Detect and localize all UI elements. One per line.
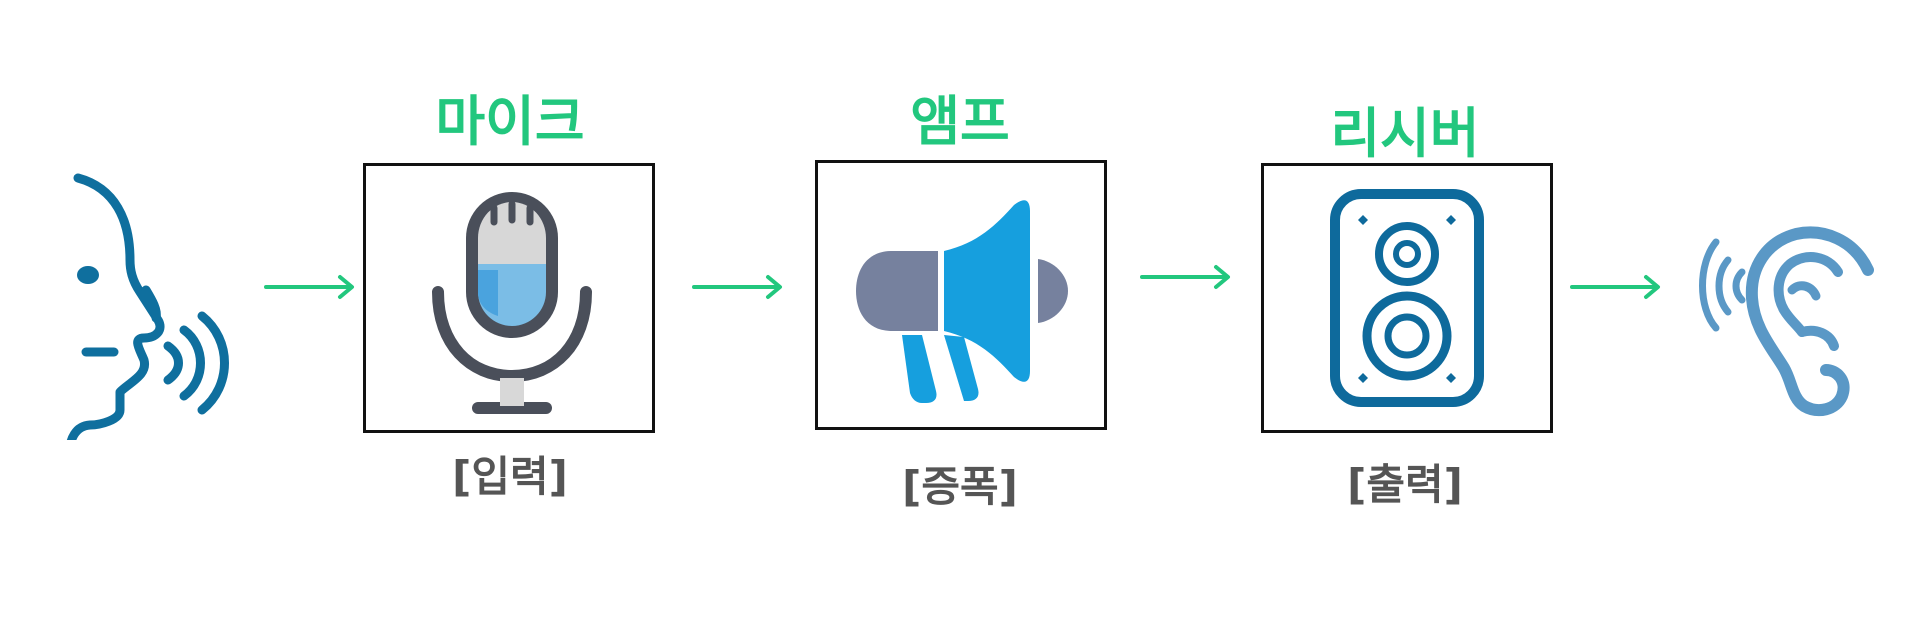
flow-arrow (1140, 265, 1230, 289)
stage-title: 마이크 (435, 90, 585, 153)
listening-ear-icon (1699, 226, 1874, 417)
flow-arrow (264, 275, 354, 299)
stage-caption: [증폭] (902, 462, 1018, 511)
speaking-face-icon (66, 173, 229, 440)
flow-arrow (692, 275, 782, 299)
stage-caption: [입력] (452, 452, 568, 501)
stage-box (363, 163, 655, 433)
stage-box (815, 160, 1107, 430)
microphone-icon (432, 192, 592, 414)
stage-title: 앰프 (910, 90, 1010, 153)
stage-caption: [출력] (1347, 460, 1463, 509)
stage-box (1261, 163, 1553, 433)
flow-arrow (1570, 275, 1660, 299)
speaker-icon (1330, 189, 1484, 407)
megaphone-icon (856, 200, 1068, 403)
stage-title: 리시버 (1330, 102, 1480, 165)
